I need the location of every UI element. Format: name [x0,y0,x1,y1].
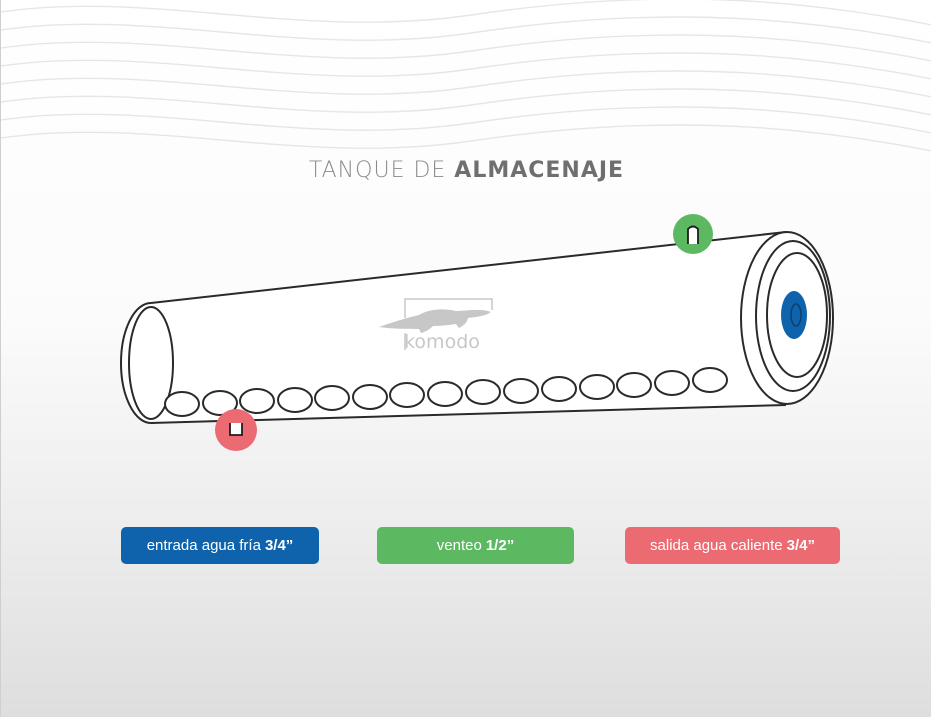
brand-name: komodo [404,331,480,353]
page-title: TANQUE DE ALMACENAJE [1,158,931,183]
inlet-port-marker [781,291,807,339]
tube-hole [164,391,200,417]
legend-inlet-text: entrada agua fría [146,537,261,554]
legend-inlet-size: 3/4” [264,537,294,554]
collector-tube-holes [164,367,728,417]
tube-hole [239,388,275,414]
outlet-port-marker [215,409,257,451]
tube-hole [541,376,577,402]
title-bold: ALMACENAJE [454,158,625,183]
legend-vent-size: 1/2” [485,537,515,554]
tube-hole [503,378,539,404]
background-wave-pattern [1,0,931,152]
title-regular: TANQUE DE [308,158,447,183]
tube-hole [352,384,388,410]
vent-port-marker [673,214,713,254]
tube-hole [654,370,690,396]
legend-vent-text: venteo [436,537,482,554]
tube-hole [427,381,463,407]
tube-hole [692,367,728,393]
tube-hole [389,382,425,408]
komodo-logo: komodo [379,298,493,353]
tube-hole [277,387,313,413]
legend-outlet-text: salida agua caliente [650,537,783,554]
tube-hole [616,372,652,398]
tube-hole [314,385,350,411]
tube-hole [465,379,501,405]
tube-hole [202,390,238,416]
tube-hole [579,374,615,400]
legend-outlet-size: 3/4” [786,537,815,554]
